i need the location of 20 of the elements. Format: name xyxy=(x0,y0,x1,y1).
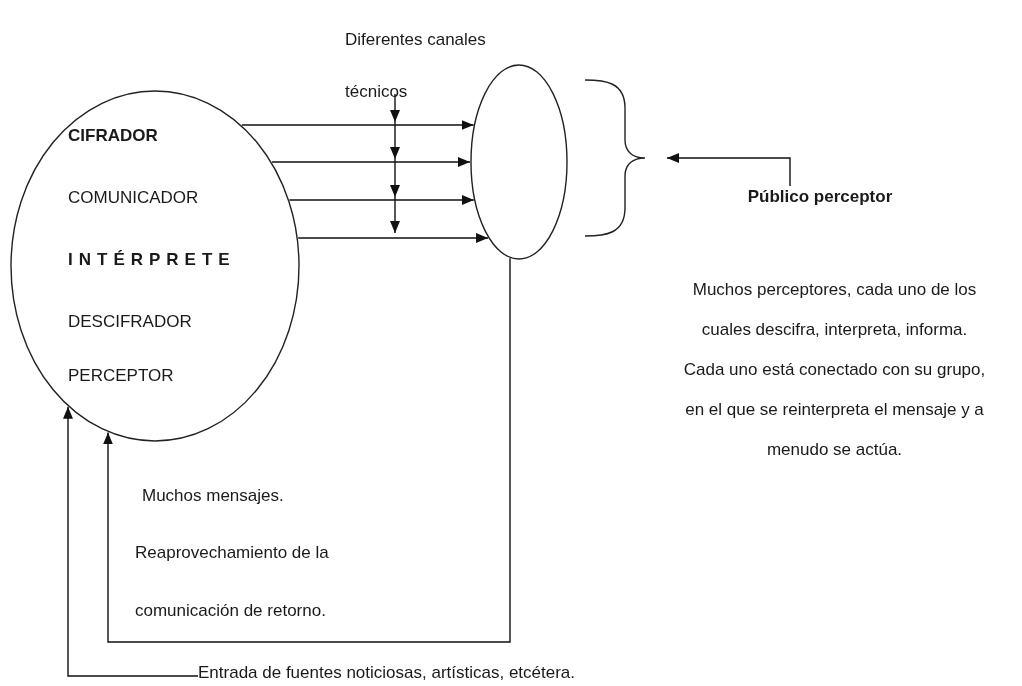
arrow xyxy=(103,257,511,643)
note-text: Cada uno está conectado con su grupo, en el que se reinterpreta el mensaje y a menudo se actúa. xyxy=(682,359,987,461)
arrow xyxy=(297,233,489,243)
node-text: Público perceptor xyxy=(746,186,894,208)
role-text: INTÉRPRETE xyxy=(68,250,236,270)
arrow xyxy=(63,406,199,677)
note-text: Muchos perceptores, cada uno de los cuales descifra, interpreta, informa. xyxy=(691,279,978,341)
role-text: PERCEPTOR xyxy=(68,366,174,386)
note-text: Reaprovechamiento de la comunicación de retorno. xyxy=(135,542,330,622)
role-text: CIFRADOR xyxy=(68,126,158,146)
node-text: Entrada de fuentes noticiosas, artísticas, etcétera. xyxy=(198,662,577,684)
arrow xyxy=(271,157,471,167)
role-text: DESCIFRADOR xyxy=(68,312,192,332)
role-text: COMUNICADOR xyxy=(68,188,199,208)
channel-arrow xyxy=(390,93,400,234)
arrow xyxy=(288,195,475,205)
note-text: Muchos mensajes. xyxy=(142,485,285,507)
arrow xyxy=(666,153,791,187)
node-text: Diferentes canales técnicos xyxy=(345,29,487,103)
arrow xyxy=(241,120,475,130)
